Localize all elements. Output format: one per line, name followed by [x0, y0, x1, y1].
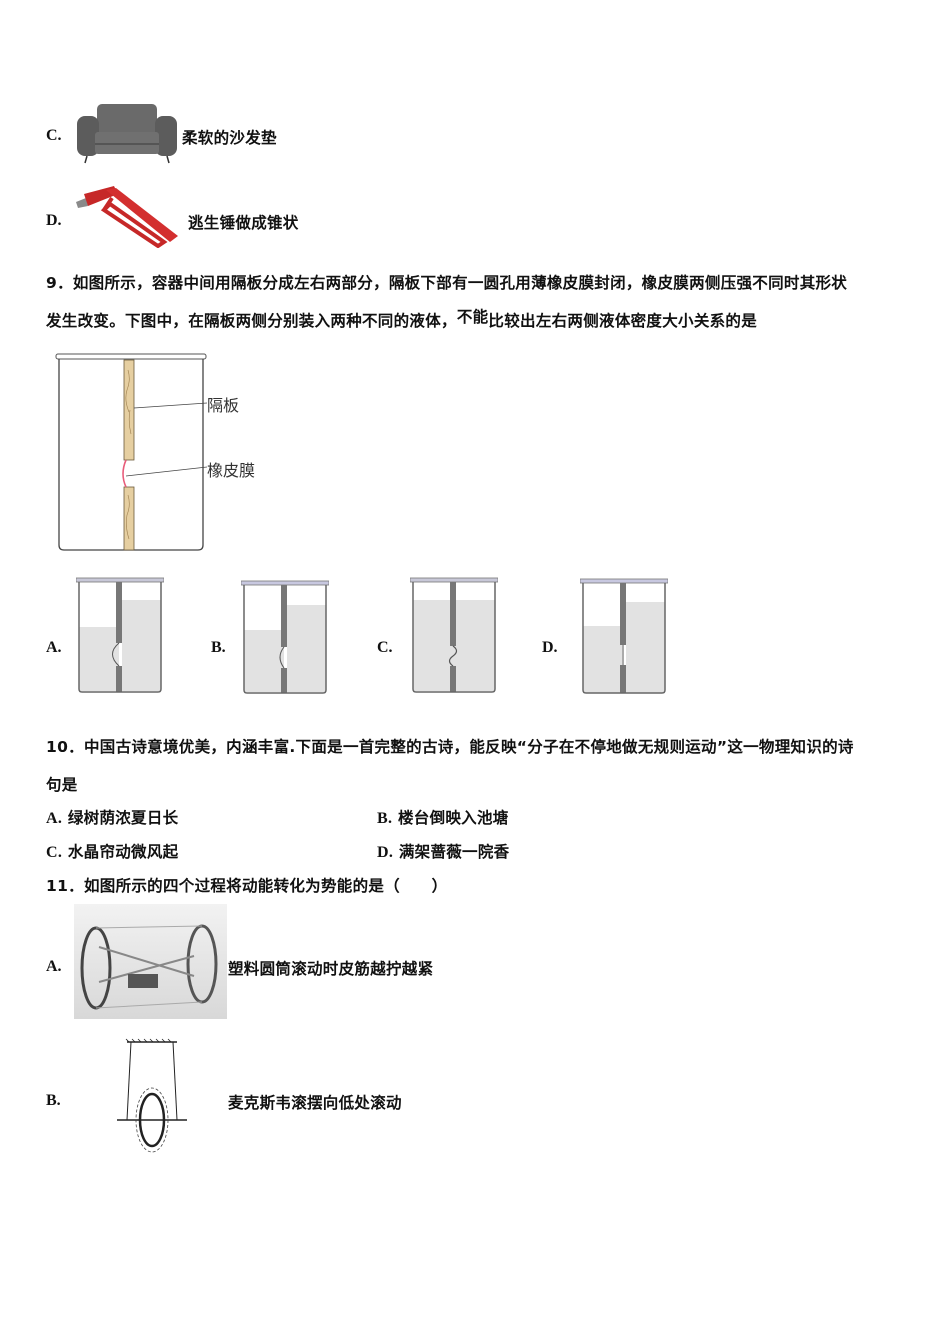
q10-stem-line2: 句是	[46, 776, 78, 794]
q10-option-b-text: 楼台倒映入池塘	[397, 809, 509, 827]
q10-stem-line1: 10．中国古诗意境优美，内涵丰富.下面是一首完整的古诗，能反映“分子在不停地做无…	[46, 738, 854, 756]
q9-option-b-beaker[interactable]	[241, 580, 329, 696]
q9-stem-line2c: 比较出左右两侧液体密度大小关系的是	[488, 312, 758, 330]
q9-option-a-beaker[interactable]	[76, 577, 164, 695]
q11-option-b-label[interactable]: B.	[46, 1092, 61, 1109]
q8-option-d-label: D.	[46, 212, 62, 229]
q10-option-d-label: D.	[377, 844, 394, 861]
q10-option-a-label: A.	[46, 810, 63, 827]
q10-option-b[interactable]: B. 楼台倒映入池塘	[377, 806, 509, 828]
q8-option-d-text: 逃生锤做成锥状	[188, 214, 299, 232]
q9-stem-line1: 9．如图所示，容器中间用隔板分成左右两部分，隔板下部有一圆孔用薄橡皮膜封闭，橡皮…	[46, 274, 848, 292]
q8-option-c-text: 柔软的沙发垫	[182, 129, 277, 147]
q10-option-d[interactable]: D. 满架蔷薇一院香	[377, 840, 509, 862]
q9-stem-line2: 发生改变。下图中，在隔板两侧分别装入两种不同的液体，不能比较出左右两侧液体密度大…	[46, 308, 758, 331]
container-partition-diagram	[52, 350, 282, 555]
q9-stem-line2a: 发生改变。下图中，在隔板两侧分别装入两种不同的液体，	[46, 312, 457, 330]
q10-option-a-text: 绿树荫浓夏日长	[67, 809, 179, 827]
membrane-label: 橡皮膜	[207, 461, 256, 480]
q10-option-c-text: 水晶帘动微风起	[67, 843, 179, 861]
q10-option-b-label: B.	[377, 810, 393, 827]
q9-emphasis-not: 不能	[456, 308, 489, 326]
sofa-image	[73, 100, 181, 164]
q11-option-a-text: 塑料圆筒滚动时皮筋越拧越紧	[228, 960, 434, 978]
q11-stem: 11．如图所示的四个过程将动能转化为势能的是（ ）	[46, 877, 448, 895]
escape-hammer-image	[74, 180, 186, 248]
q10-option-c-label: C.	[46, 844, 63, 861]
q9-option-c-label[interactable]: C.	[377, 639, 393, 656]
q9-option-d-beaker[interactable]	[580, 578, 668, 696]
maxwell-wheel-image[interactable]	[115, 1038, 190, 1154]
q8-option-c-label: C.	[46, 127, 62, 144]
q9-option-b-label[interactable]: B.	[211, 639, 226, 656]
q10-option-c[interactable]: C. 水晶帘动微风起	[46, 840, 178, 862]
q9-option-c-beaker[interactable]	[410, 577, 498, 695]
rolling-cylinder-image[interactable]	[74, 904, 227, 1019]
q10-option-d-text: 满架蔷薇一院香	[398, 843, 510, 861]
q11-option-a-label[interactable]: A.	[46, 958, 62, 975]
partition-label: 隔板	[207, 396, 240, 415]
q10-option-a[interactable]: A. 绿树荫浓夏日长	[46, 806, 178, 828]
q9-option-d-label[interactable]: D.	[542, 639, 558, 656]
q11-option-b-text: 麦克斯韦滚摆向低处滚动	[228, 1094, 402, 1112]
q9-option-a-label[interactable]: A.	[46, 639, 62, 656]
